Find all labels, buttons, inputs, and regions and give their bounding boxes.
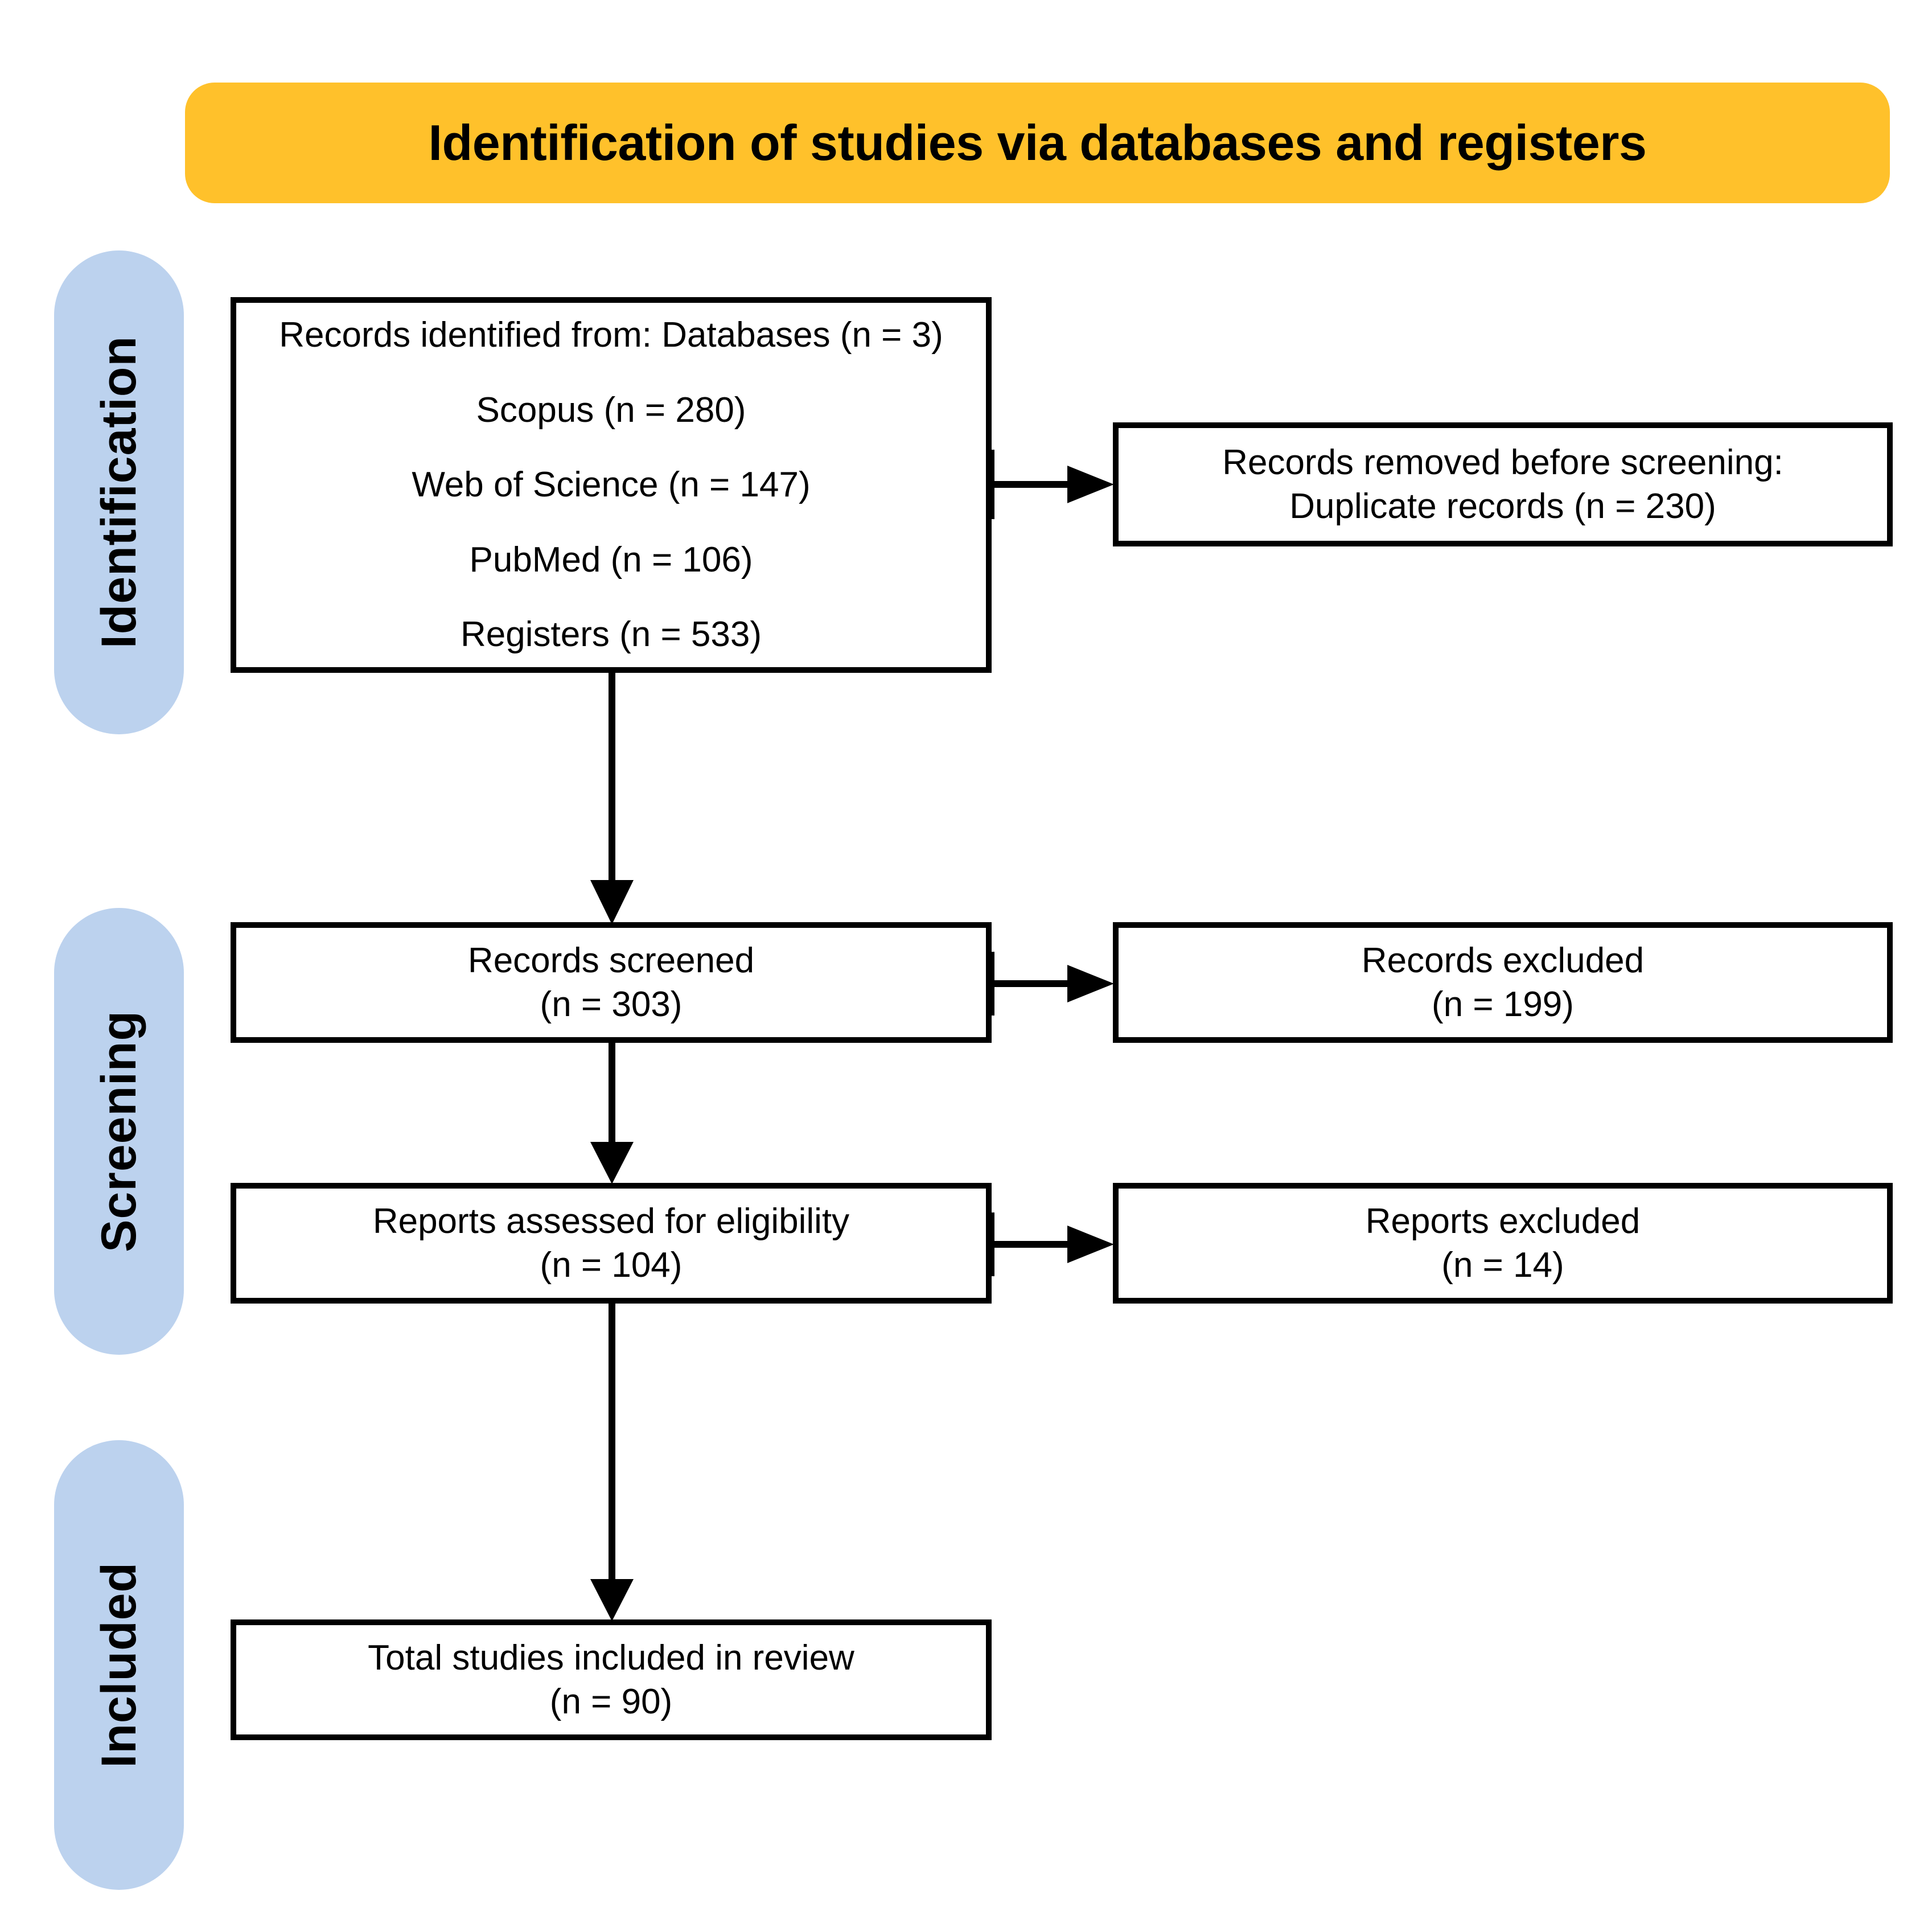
box-records-removed: Records removed before screening: Duplic… — [1113, 422, 1893, 546]
box-reports-excluded: Reports excluded (n = 14) — [1113, 1183, 1893, 1304]
diagram-header-banner: Identification of studies via databases … — [185, 83, 1890, 203]
box-line: Records excluded — [1361, 940, 1645, 980]
box-line: Scopus (n = 280) — [476, 390, 746, 430]
arrow-screened-to-eligibility — [581, 1041, 643, 1186]
arrow-identified-to-removed — [988, 450, 1119, 524]
box-records-excluded: Records excluded (n = 199) — [1113, 922, 1893, 1043]
diagram-title: Identification of studies via databases … — [428, 114, 1647, 171]
box-line: Records screened — [467, 940, 755, 980]
box-line: Duplicate records (n = 230) — [1289, 487, 1716, 526]
box-line: PubMed (n = 106) — [469, 540, 753, 579]
box-total-studies-included: Total studies included in review (n = 90… — [231, 1619, 992, 1740]
stage-label-included: Included — [91, 1562, 146, 1768]
stage-pill-included: Included — [54, 1440, 184, 1890]
box-line: (n = 90) — [549, 1682, 673, 1721]
box-line: Total studies included in review — [368, 1638, 854, 1678]
arrow-eligibility-to-included — [581, 1301, 643, 1623]
box-line: (n = 14) — [1441, 1245, 1564, 1285]
box-line: Records identified from: Databases (n = … — [279, 315, 943, 355]
box-line: (n = 303) — [540, 985, 683, 1024]
box-line: (n = 104) — [540, 1245, 683, 1285]
arrow-screened-to-records-excluded — [988, 952, 1119, 1020]
box-line: Records removed before screening: — [1222, 442, 1783, 482]
stage-label-identification: Identification — [91, 336, 146, 649]
stage-pill-screening: Screening — [54, 908, 184, 1355]
box-line: Reports assessed for eligibility — [372, 1201, 850, 1241]
arrow-eligibility-to-reports-excluded — [988, 1212, 1119, 1281]
box-line: (n = 199) — [1432, 985, 1574, 1024]
arrow-identified-to-screened — [581, 671, 643, 927]
box-line: Web of Science (n = 147) — [412, 465, 811, 505]
box-line: Reports excluded — [1365, 1201, 1641, 1241]
stage-label-screening: Screening — [91, 1010, 146, 1252]
box-line: Registers (n = 533) — [461, 615, 762, 655]
box-records-screened: Records screened (n = 303) — [231, 922, 992, 1043]
box-reports-assessed-for-eligibility: Reports assessed for eligibility (n = 10… — [231, 1183, 992, 1304]
box-records-identified: Records identified from: Databases (n = … — [231, 297, 992, 673]
stage-pill-identification: Identification — [54, 250, 184, 734]
